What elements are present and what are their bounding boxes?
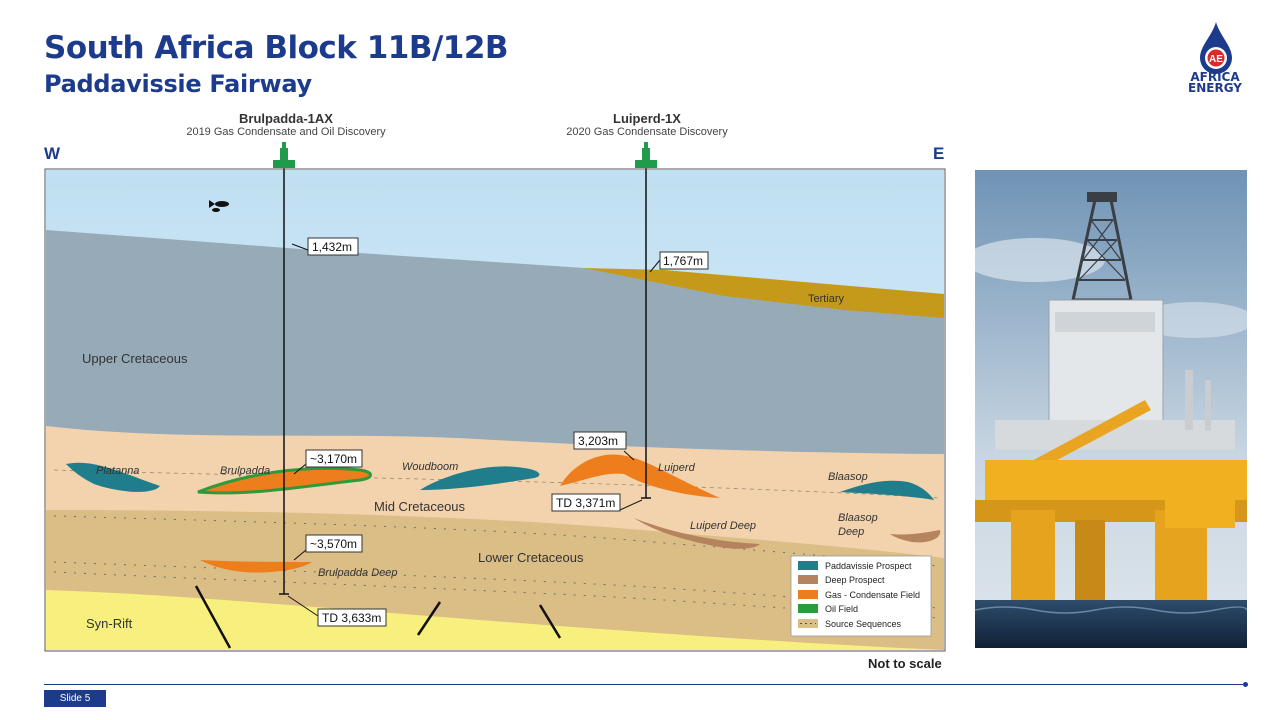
prospect-label-blaasop-deep-line2: Deep	[838, 526, 864, 538]
page-title: South Africa Block 11B/12B	[44, 30, 509, 66]
legend-swatch	[798, 575, 818, 584]
fault-line	[194, 585, 232, 649]
depth-label: TD 3,371m	[556, 496, 615, 510]
rig-icon	[635, 142, 657, 168]
prospect-luiperd-deep	[634, 518, 760, 549]
drilling-rig-photo	[975, 170, 1247, 648]
prospect-label-luiperd-deep: Luiperd Deep	[690, 520, 756, 532]
footer-dot	[1243, 682, 1248, 687]
depth-label: 1,432m	[312, 240, 352, 254]
drop-logo-icon: AE	[1200, 22, 1232, 74]
depth-callout-luip-td: TD 3,371m	[551, 493, 643, 512]
depth-callout-brul-deep: ~3,570m	[293, 534, 363, 561]
not-to-scale-note: Not to scale	[868, 656, 942, 671]
layer-label-tertiary: Tertiary	[808, 293, 845, 305]
prospect-platanna	[66, 462, 160, 492]
prospect-label-luiperd: Luiperd	[658, 462, 696, 474]
legend-swatch	[798, 619, 818, 628]
legend-item: Paddavissie Prospect	[825, 561, 912, 571]
rig-icon	[273, 142, 295, 168]
prospect-label-platanna: Platanna	[96, 465, 139, 477]
well-description: 2020 Gas Condensate Discovery	[566, 126, 728, 138]
legend-item: Gas - Condensate Field	[825, 590, 920, 600]
depth-label: 3,203m	[578, 434, 618, 448]
logo-line-2: ENERGY	[1188, 81, 1242, 95]
legend-item: Deep Prospect	[825, 575, 885, 585]
page-subtitle: Paddavissie Fairway	[44, 70, 312, 98]
footer-divider	[44, 684, 1246, 685]
depth-label: ~3,170m	[310, 452, 357, 466]
legend-swatch	[798, 604, 818, 613]
fish-icon	[209, 200, 229, 212]
well-name: Luiperd-1X	[613, 111, 681, 126]
depth-callout-luip-seabed: 1,767m	[649, 251, 709, 273]
depth-label: ~3,570m	[310, 537, 357, 551]
prospect-label-blaasop-deep-line1: Blaasop	[838, 512, 878, 524]
well-name: Brulpadda-1AX	[239, 111, 333, 126]
depth-label: 1,767m	[663, 254, 703, 268]
well-label-brulpadda: Brulpadda-1AX 2019 Gas Condensate and Oi…	[164, 111, 408, 138]
legend-swatch	[798, 590, 818, 599]
prospect-label-brulpadda-deep: Brulpadda Deep	[318, 567, 398, 579]
depth-callout-brul-mid: ~3,170m	[293, 449, 363, 475]
slide-number-badge: Slide 5	[44, 690, 106, 707]
fault-line	[538, 604, 562, 639]
direction-west: W	[44, 144, 61, 163]
direction-east: E	[933, 144, 945, 163]
layer-label-syn-rift: Syn-Rift	[86, 616, 133, 631]
prospect-luiperd	[560, 454, 720, 498]
well-description: 2019 Gas Condensate and Oil Discovery	[186, 126, 386, 138]
well-label-luiperd: Luiperd-1X 2020 Gas Condensate Discovery	[540, 111, 754, 138]
prospect-blaasop	[840, 480, 934, 500]
prospect-label-brulpadda: Brulpadda	[220, 465, 270, 477]
cross-section-diagram: 1,432m 1,767m 3,203m TD 3,371m ~3,170m ~…	[44, 168, 946, 652]
depth-callout-brul-seabed: 1,432m	[291, 237, 359, 256]
syn-rift-layer	[46, 590, 944, 650]
legend-swatch	[798, 561, 818, 570]
prospect-label-woudboom: Woudboom	[402, 461, 458, 473]
prospect-label-blaasop: Blaasop	[828, 471, 868, 483]
depth-label: TD 3,633m	[322, 611, 381, 625]
logo-line-1: AFRICA	[1190, 70, 1240, 84]
legend: Paddavissie Prospect Deep Prospect Gas -…	[790, 555, 932, 637]
tertiary-layer	[584, 268, 944, 318]
legend-item: Oil Field	[825, 604, 858, 614]
layer-label-mid-cretaceous: Mid Cretaceous	[374, 499, 466, 514]
prospect-blaasop-deep	[890, 530, 941, 543]
logo-monogram: AE	[1209, 54, 1223, 65]
layer-label-upper-cretaceous: Upper Cretaceous	[82, 351, 188, 366]
fault-line	[416, 601, 442, 636]
company-logo-text: AFRICA ENERGY	[1170, 70, 1260, 95]
depth-callout-brul-td: TD 3,633m	[287, 595, 387, 627]
prospect-woudboom	[420, 466, 540, 490]
legend-item: Source Sequences	[825, 619, 902, 629]
depth-callout-luip-top: 3,203m	[573, 431, 635, 461]
layer-label-lower-cretaceous: Lower Cretaceous	[478, 550, 584, 565]
